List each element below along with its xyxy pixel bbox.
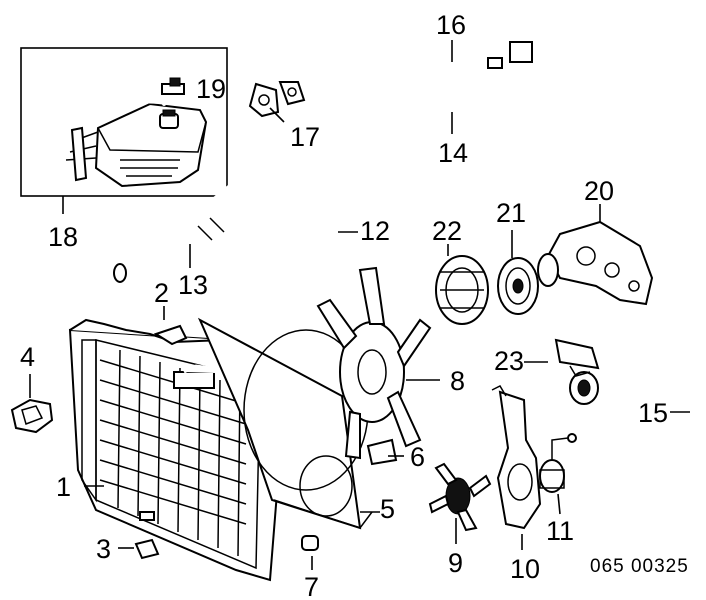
pump-pulley-21	[497, 230, 539, 315]
callout-21: 21	[496, 198, 526, 228]
small-fan-9	[428, 462, 492, 544]
callout-19: 19	[196, 74, 226, 104]
radiator-cap-2	[153, 306, 188, 346]
callout-9: 9	[448, 548, 463, 578]
callout-1: 1	[56, 472, 71, 502]
reservoir-hose-19	[42, 63, 185, 106]
callout-12: 12	[360, 216, 390, 246]
callout-16: 16	[436, 10, 466, 40]
callout-7: 7	[304, 572, 319, 600]
bracket-4	[10, 374, 54, 434]
callout-15: 15	[638, 398, 668, 428]
callout-11: 11	[546, 516, 574, 546]
callout-4: 4	[20, 342, 35, 372]
callout-23: 23	[494, 346, 524, 376]
callout-17: 17	[290, 122, 320, 152]
fan-shroud-5	[197, 317, 380, 530]
callout-6: 6	[410, 442, 425, 472]
fan-switch-11	[539, 433, 577, 515]
callout-14: 14	[438, 138, 468, 168]
drain-plug-3	[118, 538, 160, 560]
callout-20: 20	[584, 176, 614, 206]
radiator-hose-12	[245, 218, 358, 283]
callout-2: 2	[154, 278, 169, 308]
callout-3: 3	[96, 534, 111, 564]
fan-coupling-6	[366, 438, 404, 466]
diagram-code: 065 00325	[590, 556, 689, 577]
callout-5: 5	[380, 494, 395, 524]
callout-10: 10	[510, 554, 540, 584]
fan-bracket-10	[491, 385, 542, 550]
cushion-7	[301, 535, 319, 570]
fan-clutch-22	[435, 244, 489, 325]
radiator-hose-15	[621, 331, 700, 486]
radiator-hose-13	[113, 155, 263, 283]
callout-22: 22	[432, 216, 462, 246]
callout-8: 8	[450, 366, 465, 396]
water-pipe-16	[297, 3, 572, 93]
callout-18: 18	[48, 222, 78, 252]
hose-14	[373, 99, 497, 141]
cooling-fan-8	[316, 266, 440, 460]
water-pump-20	[537, 204, 654, 306]
gasket-17	[248, 81, 306, 123]
idler-pulley-23	[524, 338, 600, 405]
callout-13: 13	[178, 270, 208, 300]
inset-frame	[20, 47, 228, 214]
reservoir-tank	[65, 102, 208, 188]
